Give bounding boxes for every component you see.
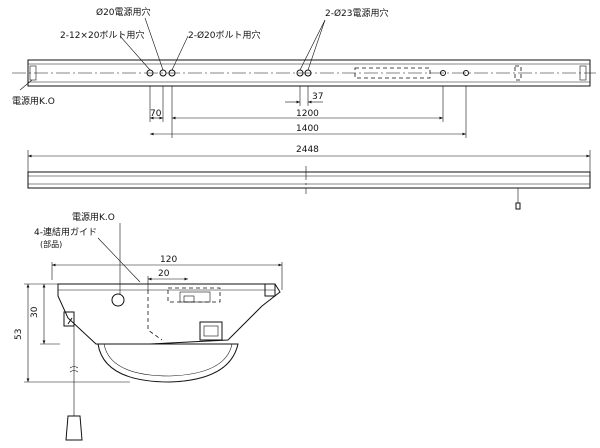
label-bolt-hole: 2-Ø20ボルト用穴 <box>188 29 261 41</box>
dim-30: 30 <box>30 306 40 318</box>
label-part: (部品) <box>40 239 62 249</box>
label-guide: 4-連結用ガイド <box>34 226 97 238</box>
side-view-body <box>27 171 591 189</box>
dim-1200: 1200 <box>296 109 319 119</box>
terminal-block <box>199 321 223 341</box>
dim-37: 37 <box>312 92 323 102</box>
dim-70: 70 <box>150 109 162 119</box>
dim-2448: 2448 <box>296 145 319 155</box>
pull-knob-side <box>515 202 521 210</box>
dim-1400: 1400 <box>296 124 319 134</box>
side-view: 2448 <box>27 145 591 210</box>
label-power-hole-2: 2-Ø23電源用穴 <box>325 7 389 19</box>
top-view: Ø20電源用穴 2-12×20ボルト用穴 2-Ø20ボルト用穴 2-Ø23電源用… <box>12 6 596 138</box>
dim-120: 120 <box>160 255 177 265</box>
label-power-ko-section: 電源用K.O <box>72 212 115 223</box>
bolt-hole-right <box>440 70 446 76</box>
fixture-housing <box>57 283 281 345</box>
label-bolt-slot: 2-12×20ボルト用穴 <box>60 29 144 41</box>
power-ko-hole <box>111 293 125 307</box>
section-view: 電源用K.O 4-連結用ガイド (部品) 120 20 30 53 <box>14 212 283 441</box>
label-power-ko: 電源用K.O <box>12 96 55 107</box>
bolt-hole-far-right <box>463 70 469 76</box>
ballast-outline <box>354 67 431 79</box>
dim-53: 53 <box>14 329 24 340</box>
label-power-hole: Ø20電源用穴 <box>96 6 151 18</box>
dim-20: 20 <box>158 269 170 279</box>
diffuser-cover <box>97 343 239 383</box>
pull-knob <box>65 415 83 441</box>
